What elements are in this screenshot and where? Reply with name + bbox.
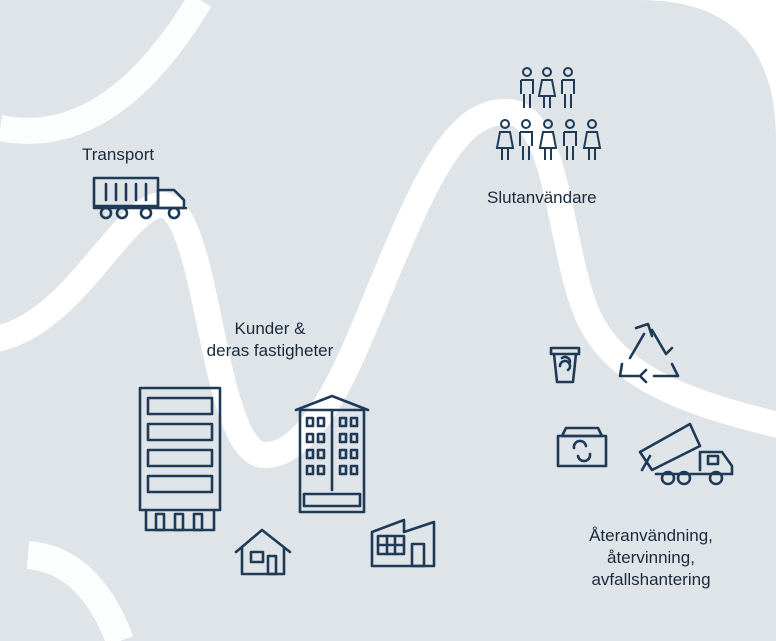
commercial-building-icon (370, 518, 436, 568)
apartment-building-icon (294, 394, 370, 514)
dump-truck-icon (638, 422, 734, 486)
label-customers-line2: deras fastigheter (206, 341, 334, 360)
label-end-users: Slutanvändare (487, 188, 597, 207)
house-icon (234, 528, 292, 576)
decor-arc-top-left (0, 0, 212, 144)
label-reuse: Återanvändning, återvinning, avfallshant… (566, 525, 736, 591)
label-reuse-line3: avfallshantering (591, 570, 711, 589)
value-chain-path (0, 98, 776, 469)
office-building-icon (138, 386, 222, 532)
label-reuse-line2: återvinning, (607, 548, 695, 567)
label-customers: Kunder & deras fastigheter (195, 318, 345, 362)
recycle-symbol-icon (618, 322, 680, 384)
recycling-container-icon (556, 426, 608, 468)
label-reuse-line1: Återanvändning, (589, 526, 713, 545)
people-group-icon (495, 67, 602, 160)
recycle-bin-icon (549, 346, 581, 384)
label-customers-line1: Kunder & (234, 319, 306, 338)
truck-icon (92, 176, 188, 220)
decor-arc-bottom-left (26, 541, 134, 641)
label-transport: Transport (82, 145, 155, 164)
